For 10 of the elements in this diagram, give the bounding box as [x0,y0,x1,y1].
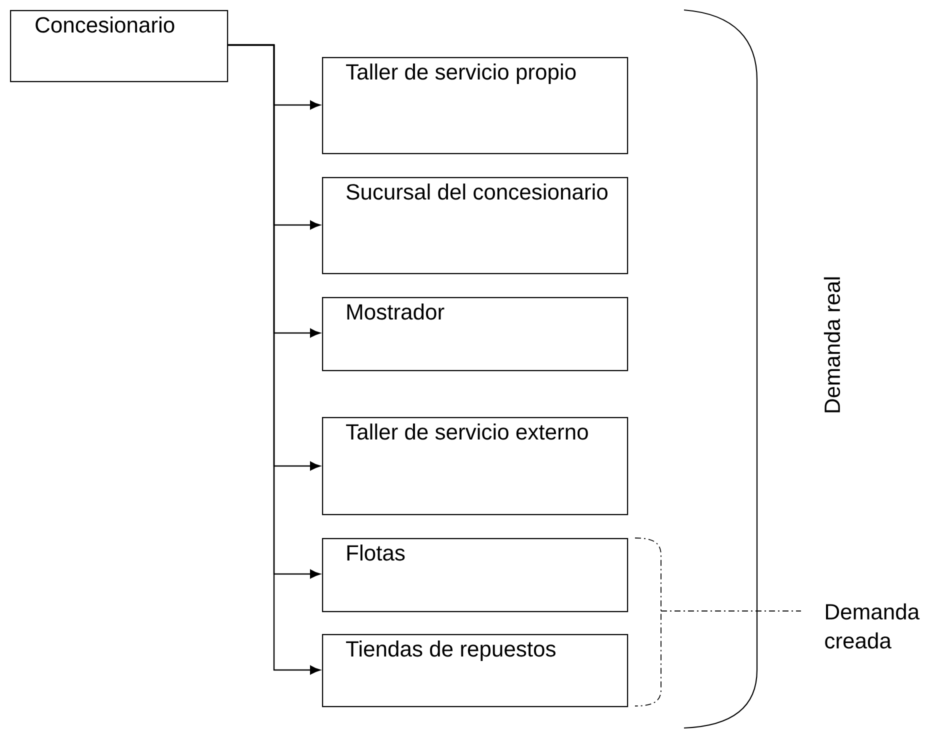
box: Flotas [322,538,628,612]
box: Sucursal del concesionario [322,177,628,274]
side-label: Demanda creada [825,603,920,649]
box: Taller de servicio propio [322,57,628,154]
box: Taller de servicio externo [322,417,628,516]
box: Mostrador [322,297,628,372]
arrow [228,44,320,674]
box: Concesionario [10,10,228,82]
side-label: Demanda real [824,277,840,412]
box: Tiendas de repuestos [322,634,628,708]
